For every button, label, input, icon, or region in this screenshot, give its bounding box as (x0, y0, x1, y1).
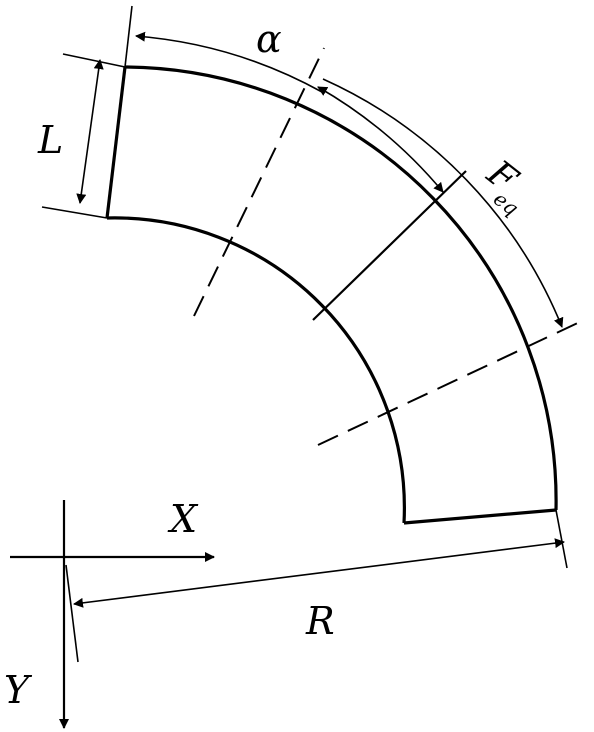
extension-line-top (124, 5, 133, 68)
radius-dimension-arrow (73, 538, 565, 608)
radius-label: R (305, 599, 335, 643)
feq-label: F eq (479, 152, 526, 220)
left-end-face (105, 66, 127, 219)
alpha-label: α (256, 17, 282, 61)
alpha-dimension-arrow (135, 31, 323, 93)
length-dimension-arrow (76, 59, 104, 204)
length-label: L (37, 118, 63, 162)
feq-dimension-arrow (322, 78, 564, 328)
dashed-centerline-lower (317, 319, 585, 446)
mid-section-line (312, 170, 467, 321)
outer-arc (124, 65, 558, 511)
axis-slant-line (65, 564, 79, 663)
y-axis-label: Y (4, 668, 33, 712)
extension-line-l-bottom (41, 206, 108, 219)
x-axis-label: X (167, 497, 199, 541)
feq-inner-dimension-arrow (317, 86, 444, 193)
extension-line-bottom-right (555, 509, 568, 569)
bottom-end-face (403, 508, 557, 525)
inner-arc (106, 216, 406, 524)
extension-line-l-top (62, 53, 126, 68)
dashed-centerline-upper (193, 47, 325, 317)
